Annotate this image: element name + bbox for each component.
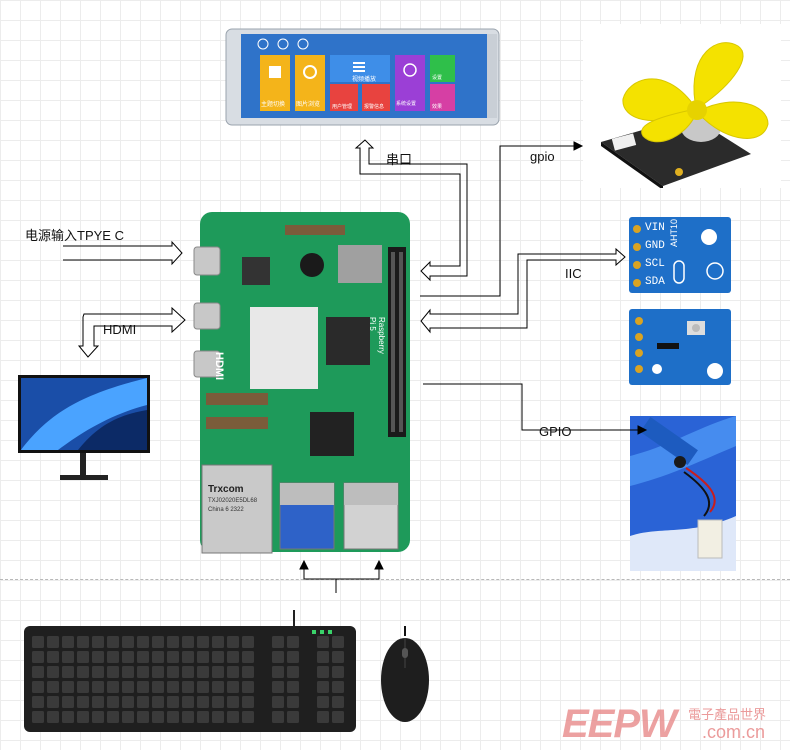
- gpio-fan-label: gpio: [530, 149, 555, 164]
- screen-tile-label: 图片浏览: [296, 102, 321, 108]
- sensor-pin-label: SCL: [645, 258, 665, 270]
- sensor-pin-label: GND: [645, 240, 665, 252]
- pressure-sensor-board: [629, 309, 731, 385]
- ethernet-chip-sub2: China 6 2322: [208, 507, 244, 513]
- gpio-sensor-label: GPIO: [539, 424, 572, 439]
- screen-tile-label: 视频播放: [352, 77, 377, 83]
- sensor-pin-label: VIN: [645, 222, 665, 234]
- screen-tile-label: 系统设置: [396, 101, 417, 107]
- ethernet-chip-label: Trxcom: [208, 484, 244, 495]
- screen-tile-label: 用户管理: [332, 104, 353, 110]
- touch-screen-display: 主题切换 图片浏览 视频播放 用户管理 报警信息 系统设置 设置 效果: [225, 28, 500, 126]
- watermark-logo: EEPW: [562, 702, 677, 746]
- board-brand-label: Raspberry Pi 5: [368, 317, 386, 354]
- keyboard: [24, 610, 356, 732]
- sensor-pin-label: SDA: [645, 276, 665, 288]
- screen-tile-label: 设置: [432, 75, 443, 81]
- power-input-label: 电源输入TPYE C: [25, 228, 124, 243]
- watermark-cn: 電子產品世界: [688, 708, 767, 723]
- fan-module: [583, 24, 781, 190]
- serial-label: 串口: [386, 152, 413, 167]
- screen-tile-label: 效果: [432, 104, 443, 110]
- screen-tile-label: 主题切换: [261, 102, 286, 108]
- mouse: [380, 626, 430, 724]
- section-divider: [0, 579, 790, 580]
- sensor-model-label: AHT10: [669, 218, 679, 247]
- hdmi-label: HDMI: [103, 322, 137, 337]
- watermark-url: .com.cn: [702, 722, 766, 742]
- raspberry-pi-board: HDMI Raspberry Pi 5 Trxcom TXJ02020E5DL6…: [190, 207, 417, 569]
- gpio-sensor-module: [630, 416, 736, 571]
- aht10-sensor: VIN GND SCL SDA AHT10: [629, 217, 731, 293]
- ethernet-chip-sub: TXJ02020E5DL68: [208, 498, 258, 504]
- screen-tile-label: 报警信息: [364, 104, 385, 110]
- monitor: [18, 375, 150, 483]
- eepw-watermark: EEPW 電子產品世界 .com.cn: [562, 700, 787, 748]
- iic-label: IIC: [565, 266, 582, 281]
- board-hdmi-label: HDMI: [213, 352, 225, 381]
